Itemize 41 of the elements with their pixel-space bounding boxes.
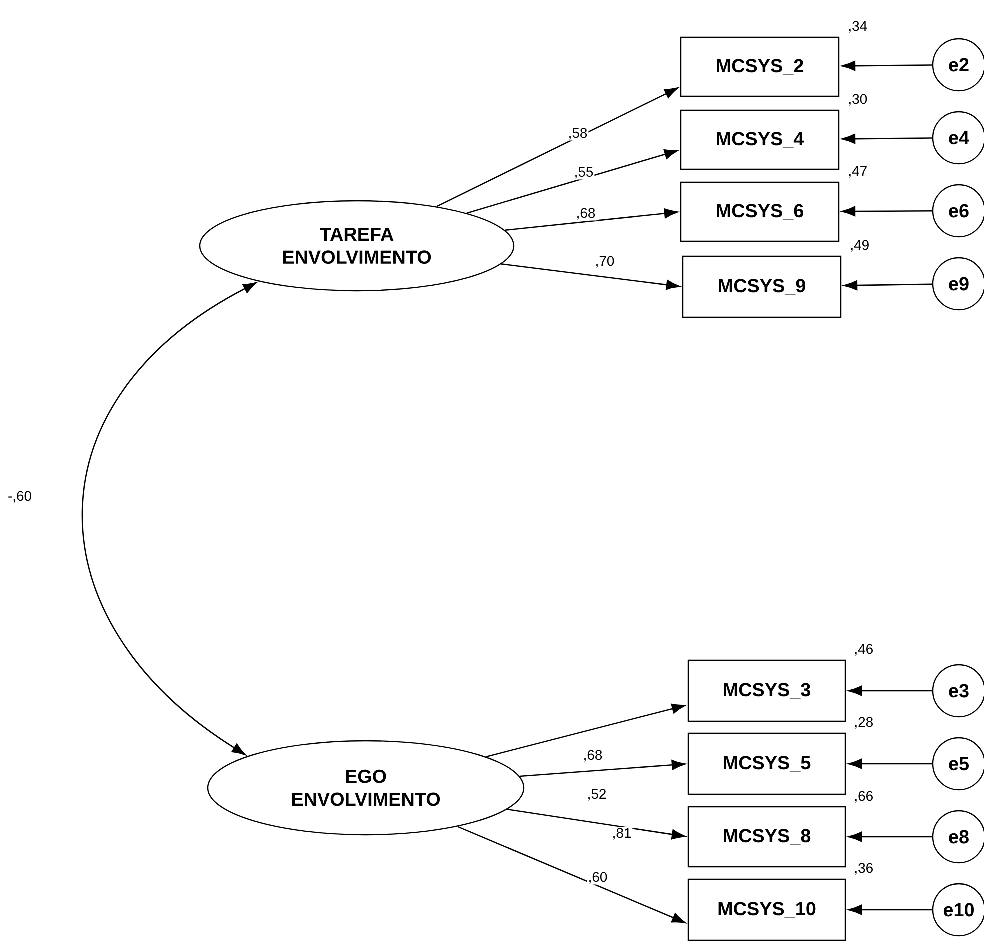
observed-variable-box: MCSYS_2 <box>680 36 840 98</box>
edge-label: ,70 <box>594 255 616 269</box>
r-squared-value: ,46 <box>855 644 873 656</box>
arrow <box>848 758 932 770</box>
observed-variable-box: MCSYS_4 <box>680 110 840 170</box>
arrow <box>436 88 678 208</box>
r-squared-value: ,49 <box>851 240 869 252</box>
r-squared-value: ,47 <box>849 166 867 178</box>
r-squared-value: ,28 <box>855 717 873 729</box>
covariance-arrow <box>82 282 257 756</box>
arrow <box>848 904 932 916</box>
edge-label: ,68 <box>575 207 597 221</box>
edge-label: ,52 <box>586 788 608 802</box>
arrow <box>466 149 678 214</box>
arrow <box>848 686 932 696</box>
edge-label: ,68 <box>582 749 604 763</box>
arrow <box>505 208 678 232</box>
r-squared-value: ,30 <box>849 94 868 106</box>
edge-label: ,60 <box>587 871 609 885</box>
edge-label: ,81 <box>611 827 633 841</box>
r-squared-value: ,66 <box>855 791 873 803</box>
arrow <box>520 760 686 778</box>
arrow <box>486 704 686 758</box>
arrow <box>842 60 932 72</box>
observed-variable-box: MCSYS_5 <box>688 732 846 796</box>
arrow <box>507 808 686 840</box>
observed-variable-box: MCSYS_10 <box>688 878 846 941</box>
observed-variable-box: MCSYS_9 <box>682 256 842 318</box>
arrow <box>501 264 680 290</box>
arrow <box>842 206 932 217</box>
arrow <box>844 280 932 291</box>
edge-label: -,60 <box>7 490 34 504</box>
observed-variable-box: MCSYS_8 <box>688 806 846 868</box>
edge-label: ,58 <box>567 127 589 141</box>
observed-variable-box: MCSYS_6 <box>680 182 840 242</box>
observed-variable-box: MCSYS_3 <box>688 660 846 722</box>
arrow <box>848 832 932 842</box>
arrow <box>458 826 686 924</box>
r-squared-value: ,34 <box>849 21 868 33</box>
arrow <box>842 134 932 144</box>
r-squared-value: ,36 <box>855 863 873 875</box>
